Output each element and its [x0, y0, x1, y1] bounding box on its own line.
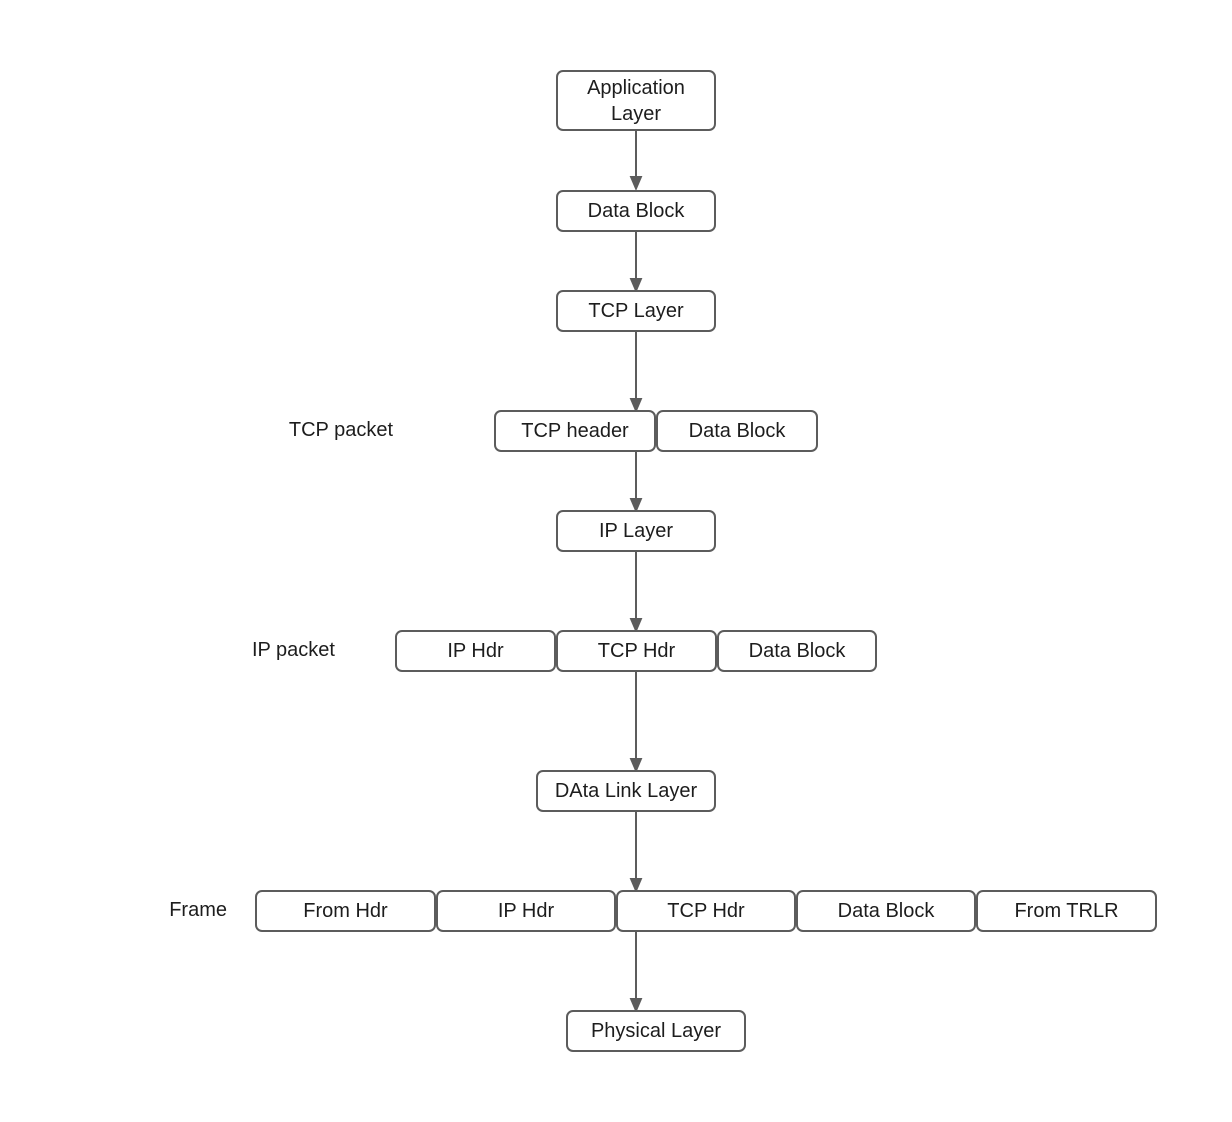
- arrow-ip-packet-to-data-link-layer: [628, 672, 644, 774]
- segment-frame-ip-hdr[interactable]: IP Hdr: [436, 890, 616, 932]
- node-ip-layer[interactable]: IP Layer: [556, 510, 716, 552]
- arrow-tcp-layer-to-tcp-packet: [628, 332, 644, 414]
- node-data-block-top[interactable]: Data Block: [556, 190, 716, 232]
- label-tcp-packet: TCP packet: [288, 419, 393, 441]
- segment-ip-packet-tcp-hdr[interactable]: TCP Hdr: [556, 630, 717, 672]
- arrow-tcp-packet-to-ip-layer: [628, 452, 644, 514]
- segment-frame-tcp-hdr[interactable]: TCP Hdr: [616, 890, 796, 932]
- arrow-application-to-data-block: [628, 130, 644, 192]
- arrow-data-block-to-tcp-layer: [628, 232, 644, 294]
- arrow-ip-layer-to-ip-packet: [628, 552, 644, 634]
- segment-ip-hdr[interactable]: IP Hdr: [395, 630, 556, 672]
- node-application-layer[interactable]: Application Layer: [556, 70, 716, 131]
- label-frame: Frame: [169, 899, 227, 921]
- segment-tcp-header[interactable]: TCP header: [494, 410, 656, 452]
- segment-frame-from-hdr[interactable]: From Hdr: [255, 890, 436, 932]
- segment-frame-from-trlr[interactable]: From TRLR: [976, 890, 1157, 932]
- arrow-frame-to-physical-layer: [628, 932, 644, 1014]
- segment-tcp-packet-data-block[interactable]: Data Block: [656, 410, 818, 452]
- node-data-link-layer[interactable]: DAta Link Layer: [536, 770, 716, 812]
- node-tcp-layer[interactable]: TCP Layer: [556, 290, 716, 332]
- arrow-data-link-layer-to-frame: [628, 812, 644, 894]
- node-physical-layer[interactable]: Physical Layer: [566, 1010, 746, 1052]
- label-ip-packet: IP packet: [251, 639, 335, 661]
- segment-frame-data-block[interactable]: Data Block: [796, 890, 976, 932]
- segment-ip-packet-data-block[interactable]: Data Block: [717, 630, 877, 672]
